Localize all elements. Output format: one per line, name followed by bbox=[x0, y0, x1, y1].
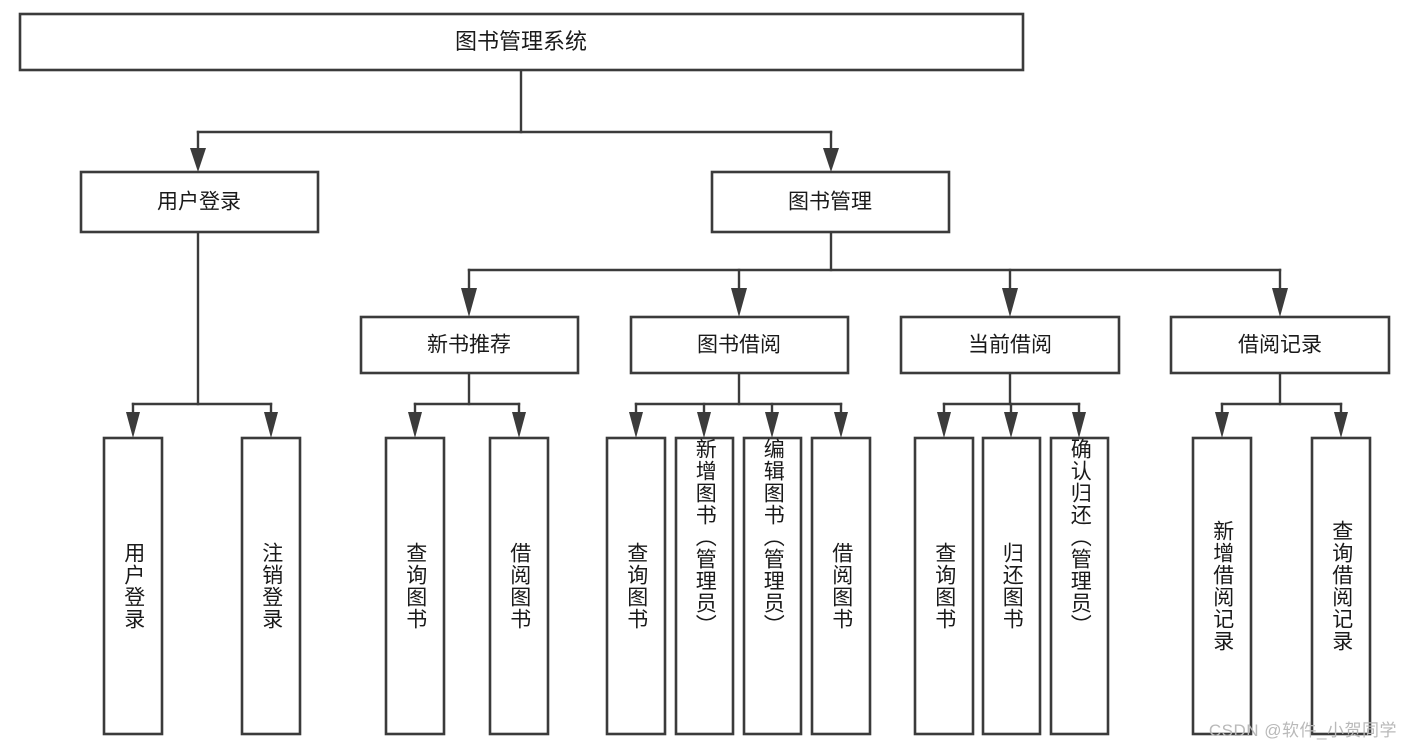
arrow-to-leaf-borrow-book-2 bbox=[834, 412, 848, 438]
arrow-to-leaf-confirm-return bbox=[1072, 412, 1086, 438]
node-leaf-query-book-3[interactable] bbox=[913, 436, 975, 736]
node-borrow-record[interactable] bbox=[1169, 315, 1391, 375]
node-current-borrow-label: 当前借阅 bbox=[968, 334, 1052, 357]
watermark-text: CSDN @软件_小贺同学 bbox=[1208, 721, 1397, 740]
node-book-borrow-label: 图书借阅 bbox=[697, 334, 781, 357]
connector-layer bbox=[126, 68, 1348, 438]
node-leaf-borrow-book-1[interactable] bbox=[488, 436, 550, 736]
arrow-to-leaf-add-book bbox=[697, 412, 711, 438]
arrow-to-leaf-user-login bbox=[126, 412, 140, 438]
arrow-to-book-management bbox=[823, 148, 839, 172]
arrow-to-book-borrow bbox=[731, 288, 747, 317]
node-root-label: 图书管理系统 bbox=[455, 29, 587, 54]
arrow-to-leaf-edit-book bbox=[765, 412, 779, 438]
arrow-to-new-book-recommend bbox=[461, 288, 477, 317]
arrow-to-leaf-query-book-1 bbox=[408, 412, 422, 438]
node-leaf-return-book[interactable] bbox=[981, 436, 1042, 736]
node-borrow-record-label: 借阅记录 bbox=[1238, 334, 1322, 357]
node-leaf-query-book-1[interactable] bbox=[384, 436, 446, 736]
node-leaf-query-book-2[interactable] bbox=[605, 436, 667, 736]
arrow-to-borrow-record bbox=[1272, 288, 1288, 317]
node-book-management-label: 图书管理 bbox=[788, 191, 872, 214]
node-root[interactable] bbox=[18, 12, 1025, 72]
arrow-to-leaf-user-logout bbox=[264, 412, 278, 438]
arrow-to-leaf-borrow-book-1 bbox=[512, 412, 526, 438]
node-leaf-user-logout[interactable] bbox=[240, 436, 302, 736]
node-user-login-label: 用户登录 bbox=[157, 191, 241, 214]
node-new-book-recommend-label: 新书推荐 bbox=[427, 334, 511, 357]
node-new-book-recommend[interactable] bbox=[359, 315, 580, 375]
arrow-to-leaf-query-record bbox=[1334, 412, 1348, 438]
arrow-to-leaf-add-record bbox=[1215, 412, 1229, 438]
node-leaf-borrow-book-2[interactable] bbox=[810, 436, 872, 736]
node-user-login[interactable] bbox=[79, 170, 320, 234]
arrow-to-user-login bbox=[190, 148, 206, 172]
node-leaf-confirm-return[interactable] bbox=[1049, 436, 1110, 736]
arrow-to-current-borrow bbox=[1002, 288, 1018, 317]
node-leaf-add-book[interactable] bbox=[674, 436, 735, 736]
arrow-to-leaf-return-book bbox=[1004, 412, 1018, 438]
node-leaf-add-record[interactable] bbox=[1191, 436, 1253, 736]
node-leaf-query-record[interactable] bbox=[1310, 436, 1372, 736]
node-book-borrow[interactable] bbox=[629, 315, 850, 375]
node-current-borrow[interactable] bbox=[899, 315, 1121, 375]
node-layer: 图书管理系统 用户登录 图书管理 新书推荐 图书借阅 当前借阅 借阅记录 bbox=[18, 12, 1391, 736]
arrow-to-leaf-query-book-3 bbox=[937, 412, 951, 438]
node-book-management[interactable] bbox=[710, 170, 951, 234]
arrow-to-leaf-query-book-2 bbox=[629, 412, 643, 438]
node-leaf-user-login[interactable] bbox=[102, 436, 164, 736]
node-leaf-edit-book[interactable] bbox=[742, 436, 803, 736]
